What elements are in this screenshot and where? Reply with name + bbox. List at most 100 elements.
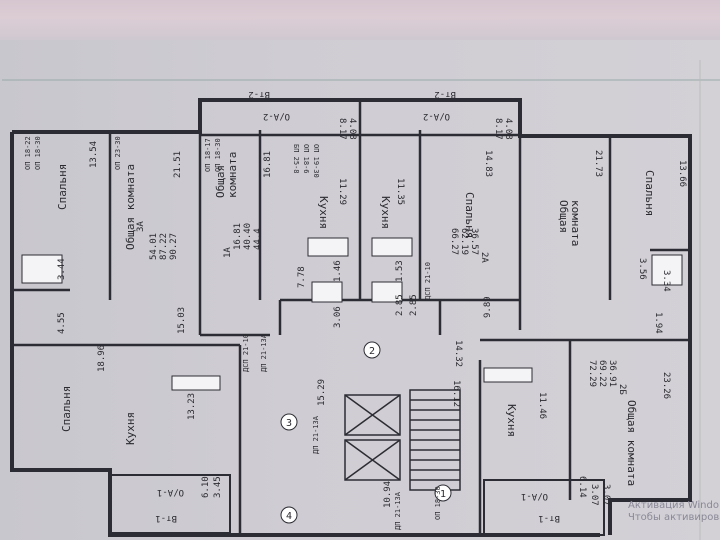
- inner-walls: [12, 100, 690, 535]
- axis-bottom-right: Вт-1: [538, 513, 560, 523]
- room-kitchen-3: Кухня: [124, 412, 137, 445]
- room-kitchen-1a: Кухня: [317, 196, 330, 229]
- room-living-2a-1: Общая: [557, 200, 570, 233]
- circle-1-label: 1: [440, 489, 446, 500]
- note-op-18-30: ОП 18-30: [34, 136, 42, 170]
- area-1-46: 1.46: [333, 260, 343, 282]
- axis-oa-bottom-left: О/А-1: [157, 487, 184, 497]
- axis-oa-top-left: О/А-2: [263, 111, 290, 121]
- axis-top-left: Вт-2: [248, 89, 270, 99]
- top-band: [0, 0, 720, 40]
- apt-2a-area-3: 66.27: [449, 228, 459, 255]
- axis-top-right: Вт-2: [434, 89, 456, 99]
- area-14-83: 14.83: [483, 150, 493, 177]
- area-10-94: 10.94: [383, 481, 393, 508]
- area-1-94: 1.94: [653, 312, 663, 334]
- area-3-45: 3.45: [213, 476, 223, 498]
- apt-3a-area-1: 54.01: [149, 233, 159, 260]
- apt-2b-area-3: 72.29: [587, 360, 597, 387]
- area-21-73: 21.73: [593, 150, 603, 177]
- note-op-18-30-b: ОП 18-30: [214, 138, 222, 172]
- balconies: [109, 474, 605, 536]
- circle-4-label: 4: [286, 511, 292, 522]
- apt-2a-area-1: 36.57: [469, 228, 479, 255]
- area-13-66: 13.66: [677, 160, 687, 187]
- room-living-1a-1: Общая: [214, 165, 227, 198]
- room-living-2a-2: комната: [569, 200, 582, 246]
- area-16-81: 16.81: [263, 151, 273, 178]
- axis-bottom-left: Вт-1: [155, 513, 177, 523]
- room-living-3a: Общая комната: [124, 164, 137, 250]
- area-3-34: 3.34: [661, 270, 671, 292]
- bathroom-fixtures: [21, 237, 683, 391]
- note-op-18-30-c: ОП 18-30: [434, 486, 442, 520]
- area-16-12: 16.12: [451, 380, 461, 407]
- area-21-51: 21.51: [173, 151, 183, 178]
- note-dsp-21-10-right: ДСП 21-10: [424, 262, 432, 300]
- area-18-96: 18.96: [97, 345, 107, 372]
- room-bedroom-2a: Спальня: [463, 192, 476, 238]
- note-op-18-6: ОП 18-6: [302, 144, 310, 174]
- note-dp-21-13a-c: ДП 21-13А: [394, 491, 402, 530]
- note-op-19-30: ОП 19-30: [312, 144, 320, 178]
- note-op-23-30: ОП 23-30: [114, 136, 122, 170]
- area-4-08-left: 4.08: [347, 118, 357, 140]
- stair-elevator-core: [344, 389, 461, 491]
- apt-1a-label: 1А: [223, 247, 233, 258]
- area-23-26: 23.26: [661, 372, 671, 399]
- area-3-06: 3.06: [333, 306, 343, 328]
- note-op-18-17: ОП 18-17: [204, 138, 212, 172]
- area-3-56: 3.56: [637, 258, 647, 280]
- room-living-2b: Общая комната: [625, 400, 638, 486]
- apt-2b-area-1: 36.91: [607, 360, 617, 387]
- apt-2a-area-2: 62.19: [459, 228, 469, 255]
- apt-2a-label: 2А: [479, 252, 489, 263]
- windows-activation-watermark: Активация Windo Чтобы активировать: [628, 500, 720, 540]
- area-11-35: 11.35: [395, 178, 405, 205]
- room-bedroom-1: Спальня: [56, 164, 69, 210]
- area-3-07-b: 3.07: [601, 484, 611, 506]
- axis-oa-bottom-right: О/А-1: [521, 491, 548, 501]
- note-op-18-22: ОП 18-22: [24, 136, 32, 170]
- area-3-07: 3.07: [589, 484, 599, 506]
- note-dp-21-13a: ДП 21-13А: [260, 333, 268, 372]
- area-11-46: 11.46: [537, 392, 547, 419]
- axis-oa-top-right: О/А-2: [423, 111, 450, 121]
- area-3-44: 3.44: [57, 258, 67, 280]
- area-2-85: 2.85: [395, 294, 405, 316]
- circle-3-label: 3: [286, 418, 292, 429]
- area-7-78: 7.78: [297, 266, 307, 288]
- area-4-55: 4.55: [57, 312, 67, 334]
- note-dsp-21-10-left: ДСП 21-10: [242, 334, 250, 372]
- circle-markers: [280, 341, 452, 524]
- area-2-85-b: 2.85: [409, 294, 419, 316]
- room-bedroom-2: Спальня: [643, 170, 656, 216]
- area-13-54: 13.54: [89, 141, 99, 168]
- note-bp-25-8: БП 25-8: [292, 144, 300, 174]
- note-dp-21-13a-b: ДП 21-13А: [312, 415, 320, 454]
- apt-3a-area-3: 90.27: [169, 233, 179, 260]
- circle-2-label: 2: [369, 346, 375, 357]
- area-13-23: 13.23: [187, 393, 197, 420]
- area-15-29: 15.29: [317, 379, 327, 406]
- watermark-line-2: Чтобы активировать: [628, 512, 720, 523]
- area-11-29: 11.29: [337, 178, 347, 205]
- area-8-17-left: 8.17: [337, 118, 347, 140]
- apt-2b-label: 2Б: [617, 384, 627, 395]
- room-kitchen-2a: Кухня: [379, 196, 392, 229]
- room-bedroom-3: Спальня: [60, 386, 73, 432]
- area-6-10: 6.10: [201, 476, 211, 498]
- area-9-89: 9.89: [483, 296, 493, 318]
- room-living-1a-2: комната: [226, 152, 239, 198]
- apt-1a-area-3: 44.4: [253, 228, 263, 250]
- apt-2b-area-2: 69.22: [597, 360, 607, 387]
- area-15-03: 15.03: [177, 307, 187, 334]
- area-14-32: 14.32: [453, 340, 463, 367]
- apt-3a-area-2: 87.22: [159, 233, 169, 260]
- room-kitchen-4: Кухня: [505, 404, 518, 437]
- plan-frame: [2, 60, 720, 540]
- area-4-08-right: 4.08: [503, 118, 513, 140]
- area-1-53: 1.53: [395, 260, 405, 282]
- area-6-14: 6.14: [577, 476, 587, 498]
